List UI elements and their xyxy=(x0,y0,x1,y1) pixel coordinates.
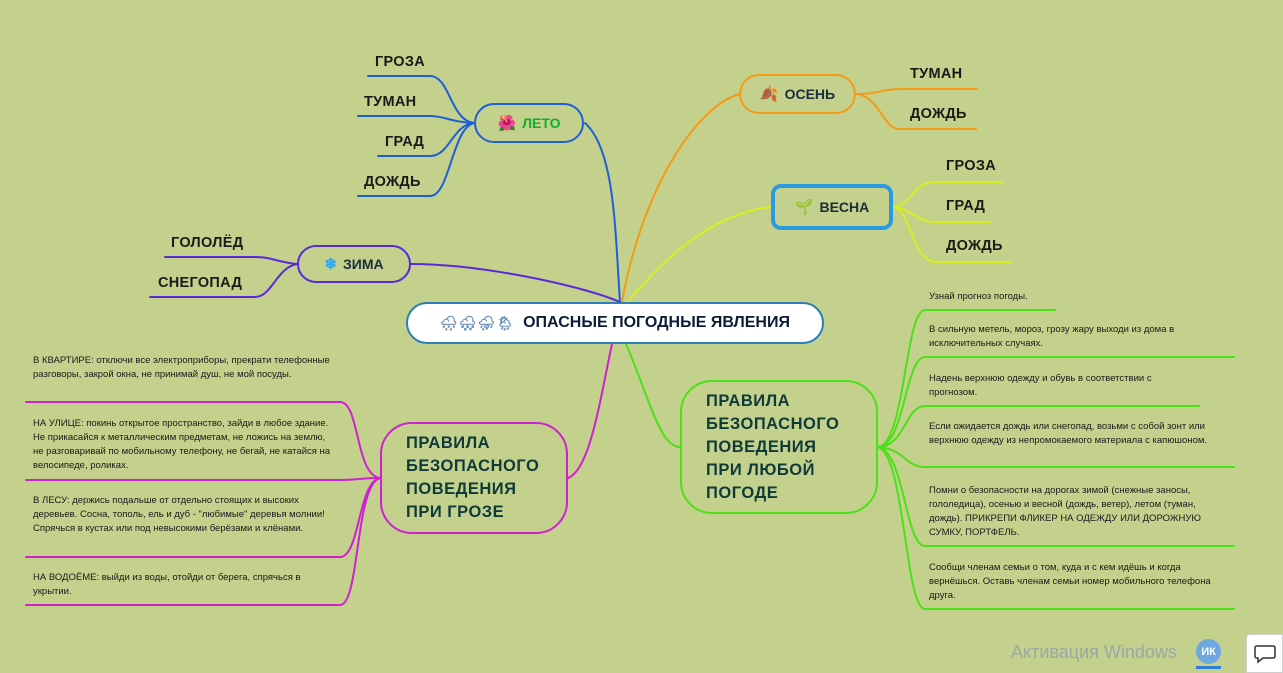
leto-item-grad[interactable]: ГРАД xyxy=(385,134,425,150)
snowflake-icon: ❄ xyxy=(324,256,337,273)
leto-leaf-lines xyxy=(357,75,475,197)
vesna-item-groza[interactable]: ГРОЗА xyxy=(946,158,997,174)
branch-osen-label: ОСЕНЬ xyxy=(784,86,836,102)
vesna-item-grad[interactable]: ГРАД xyxy=(946,198,986,214)
edge-root-osen xyxy=(621,93,740,303)
osen-item-dozhd[interactable]: ДОЖДЬ xyxy=(910,106,967,122)
edge-root-zima xyxy=(410,263,621,303)
edge-root-groza-rules xyxy=(567,343,613,479)
flower-icon: 🌺 xyxy=(497,115,517,132)
zima-item-gololed[interactable]: ГОЛОЛЁД xyxy=(171,235,244,251)
any-rule-forecast[interactable]: Узнай прогноз погоды. xyxy=(929,291,1028,302)
branch-leto[interactable]: 🌺 ЛЕТО xyxy=(474,103,584,143)
branch-groza-rules-label: ПРАВИЛА БЕЗОПАСНОГО ПОВЕДЕНИЯ ПРИ ГРОЗЕ xyxy=(406,434,540,521)
leto-item-tuman[interactable]: ТУМАН xyxy=(364,94,417,110)
any-rule-umbrella[interactable]: Если ожидается дождь или снегопад, возьм… xyxy=(929,421,1208,446)
edge-root-any-rules xyxy=(625,343,681,448)
windows-activation-watermark: Активация Windows xyxy=(1011,642,1177,662)
vesna-item-dozhd[interactable]: ДОЖДЬ xyxy=(946,238,1003,254)
central-topic[interactable]: 🌧🌨⛈🌦 ОПАСНЫЕ ПОГОДНЫЕ ЯВЛЕНИЯ xyxy=(406,302,824,344)
branch-vesna[interactable]: 🌱 ВЕСНА xyxy=(771,184,893,230)
branch-osen[interactable]: 🍂 ОСЕНЬ xyxy=(739,74,856,114)
weather-icons: 🌧🌨⛈🌦 xyxy=(440,314,516,331)
osen-leaf-lines xyxy=(855,88,978,130)
groza-rule-forest[interactable]: В ЛЕСУ: держись подальше от отдельно сто… xyxy=(33,495,325,534)
badge-underline xyxy=(1196,666,1221,669)
groza-rule-street[interactable]: НА УЛИЦЕ: покинь открытое пространство, … xyxy=(33,418,331,471)
zima-leaf-lines xyxy=(149,256,298,298)
ik-badge-icon[interactable]: ИК xyxy=(1196,639,1221,664)
chat-bubble-icon xyxy=(1253,644,1276,664)
branch-zima-label: ЗИМА xyxy=(342,256,384,272)
branch-zima[interactable]: ❄ ЗИМА xyxy=(297,245,411,283)
branch-any-rules[interactable]: ПРАВИЛА БЕЗОПАСНОГО ПОВЕДЕНИЯ ПРИ ЛЮБОЙ … xyxy=(680,380,878,514)
any-rule-clothes[interactable]: Надень верхнюю одежду и обувь в соответс… xyxy=(929,373,1152,398)
any-rule-roads[interactable]: Помни о безопасности на дорогах зимой (с… xyxy=(929,485,1202,538)
branch-groza-rules[interactable]: ПРАВИЛА БЕЗОПАСНОГО ПОВЕДЕНИЯ ПРИ ГРОЗЕ xyxy=(380,422,568,534)
any-rules-lines xyxy=(877,309,1235,610)
any-rule-inform-family[interactable]: Сообщи членам семьи о том, куда и с кем … xyxy=(929,562,1211,601)
branch-vesna-label: ВЕСНА xyxy=(819,199,870,215)
osen-item-tuman[interactable]: ТУМАН xyxy=(910,66,963,82)
groza-rules-lines xyxy=(25,401,381,606)
branch-leto-label: ЛЕТО xyxy=(522,115,561,131)
leto-item-groza[interactable]: ГРОЗА xyxy=(375,54,426,70)
zima-item-snegopad[interactable]: СНЕГОПАД xyxy=(158,275,243,291)
branch-any-rules-label: ПРАВИЛА БЕЗОПАСНОГО ПОВЕДЕНИЯ ПРИ ЛЮБОЙ … xyxy=(706,391,840,502)
edge-root-leto xyxy=(584,122,621,303)
autumn-leaves-icon: 🍂 xyxy=(759,86,779,103)
leto-item-dozhd[interactable]: ДОЖДЬ xyxy=(364,174,421,190)
any-rule-stay-home[interactable]: В сильную метель, мороз, грозу жару выхо… xyxy=(929,324,1175,349)
vesna-leaf-lines xyxy=(892,181,1011,263)
groza-rule-water[interactable]: НА ВОДОЁМЕ: выйди из воды, отойди от бер… xyxy=(33,572,301,597)
sprout-icon: 🌱 xyxy=(794,199,814,216)
groza-rule-home[interactable]: В КВАРТИРЕ: отключи все электроприборы, … xyxy=(33,355,330,380)
edge-root-vesna xyxy=(627,206,772,303)
central-topic-title: ОПАСНЫЕ ПОГОДНЫЕ ЯВЛЕНИЯ xyxy=(523,314,790,331)
chat-button[interactable] xyxy=(1246,634,1283,673)
